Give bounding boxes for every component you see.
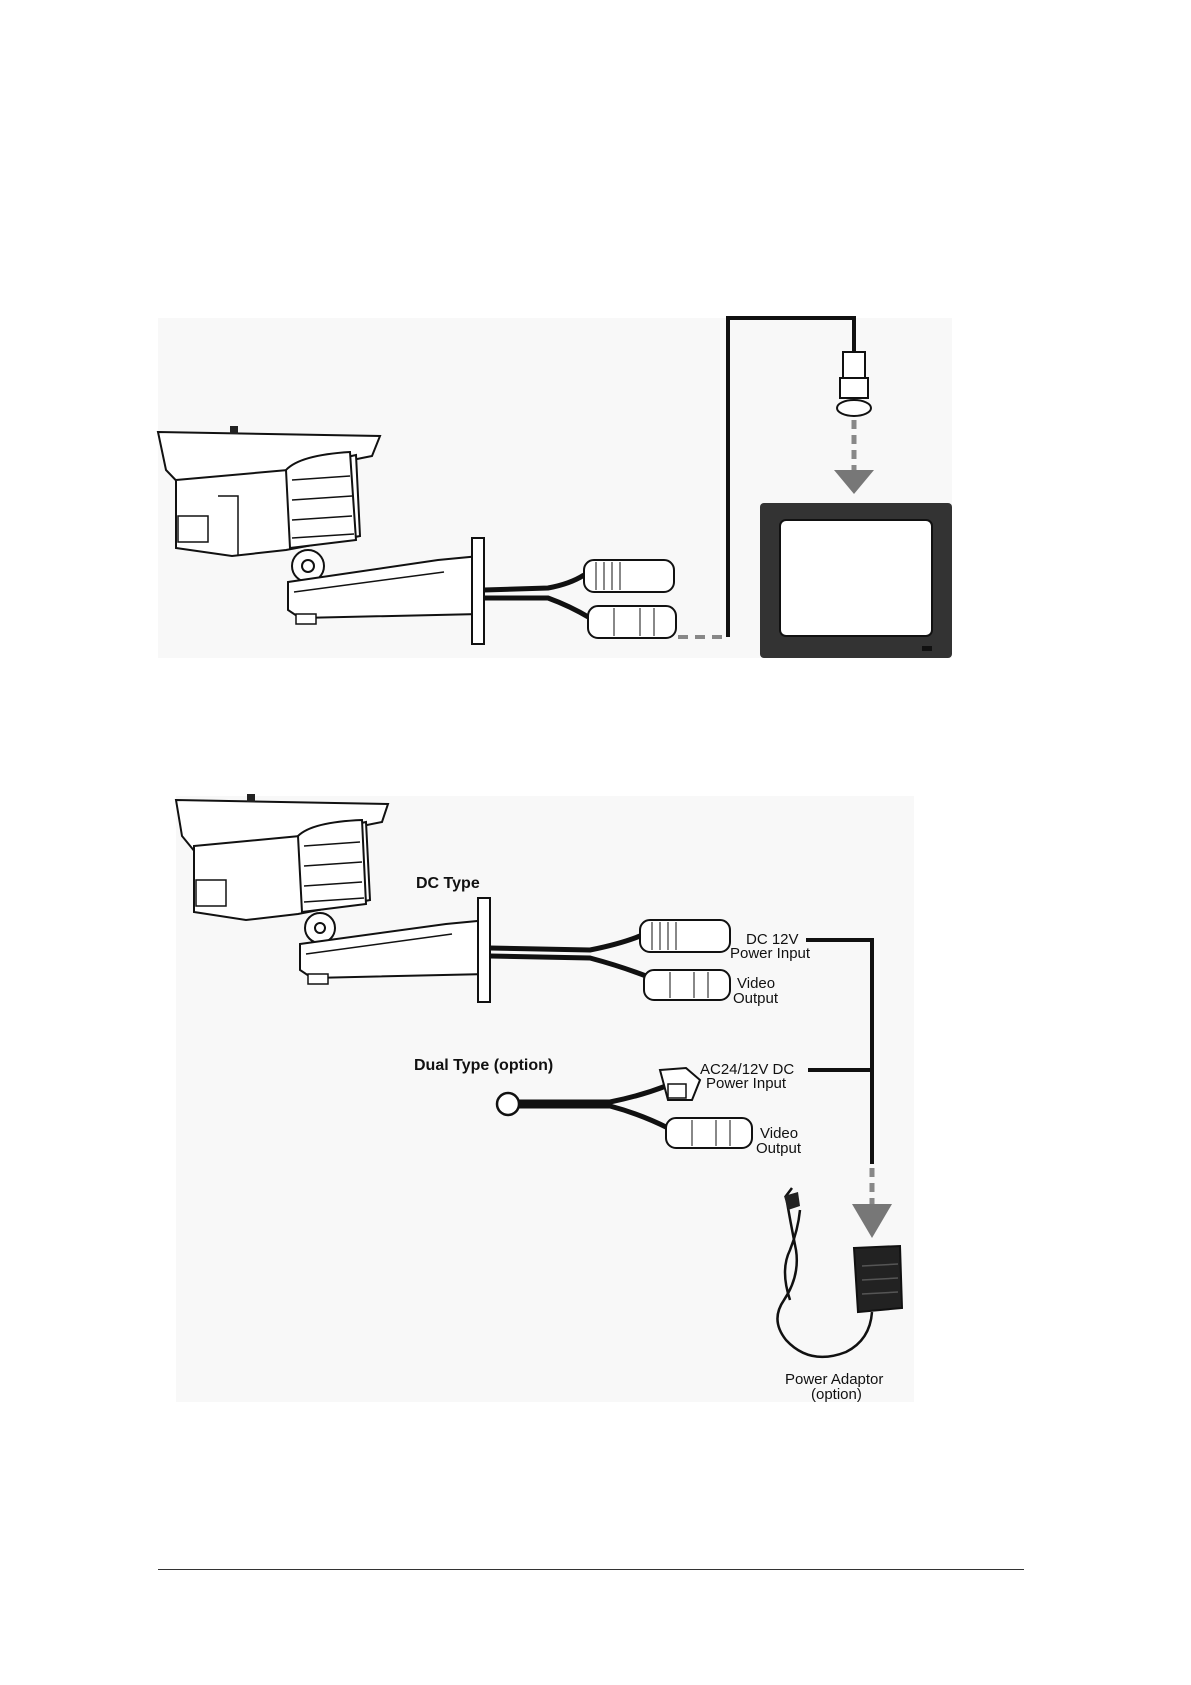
power-plug-icon	[584, 560, 674, 592]
dc-power-plug-icon	[640, 920, 730, 952]
camera-icon-2	[176, 794, 490, 1002]
monitor-icon	[760, 503, 952, 658]
dual-type-label: Dual Type (option)	[414, 1057, 553, 1074]
ac24-label-line2: Power Input	[706, 1075, 787, 1092]
video-output-label-2-line2: Output	[756, 1140, 802, 1157]
power-adaptor-label-line2: (option)	[811, 1386, 862, 1403]
power-bus-lines	[806, 938, 872, 1164]
camera-icon	[158, 426, 484, 644]
footer-rule	[158, 1569, 1024, 1570]
dual-video-bnc-icon	[666, 1118, 752, 1148]
dc12v-label-line2: Power Input	[730, 945, 811, 962]
video-output-label-1-line2: Output	[733, 990, 779, 1007]
arrow-down-icon	[834, 470, 874, 494]
camera-cables	[484, 575, 590, 618]
bnc-connector-icon	[837, 352, 871, 416]
dc-type-cables	[490, 936, 646, 976]
dual-type-cables	[497, 1086, 668, 1128]
dc-type-label: DC Type	[416, 875, 480, 892]
video-bnc-icon	[588, 606, 676, 638]
ac-power-terminal-icon	[660, 1068, 700, 1100]
arrow-down-icon-2	[852, 1204, 892, 1238]
dc-video-bnc-icon	[644, 970, 730, 1000]
